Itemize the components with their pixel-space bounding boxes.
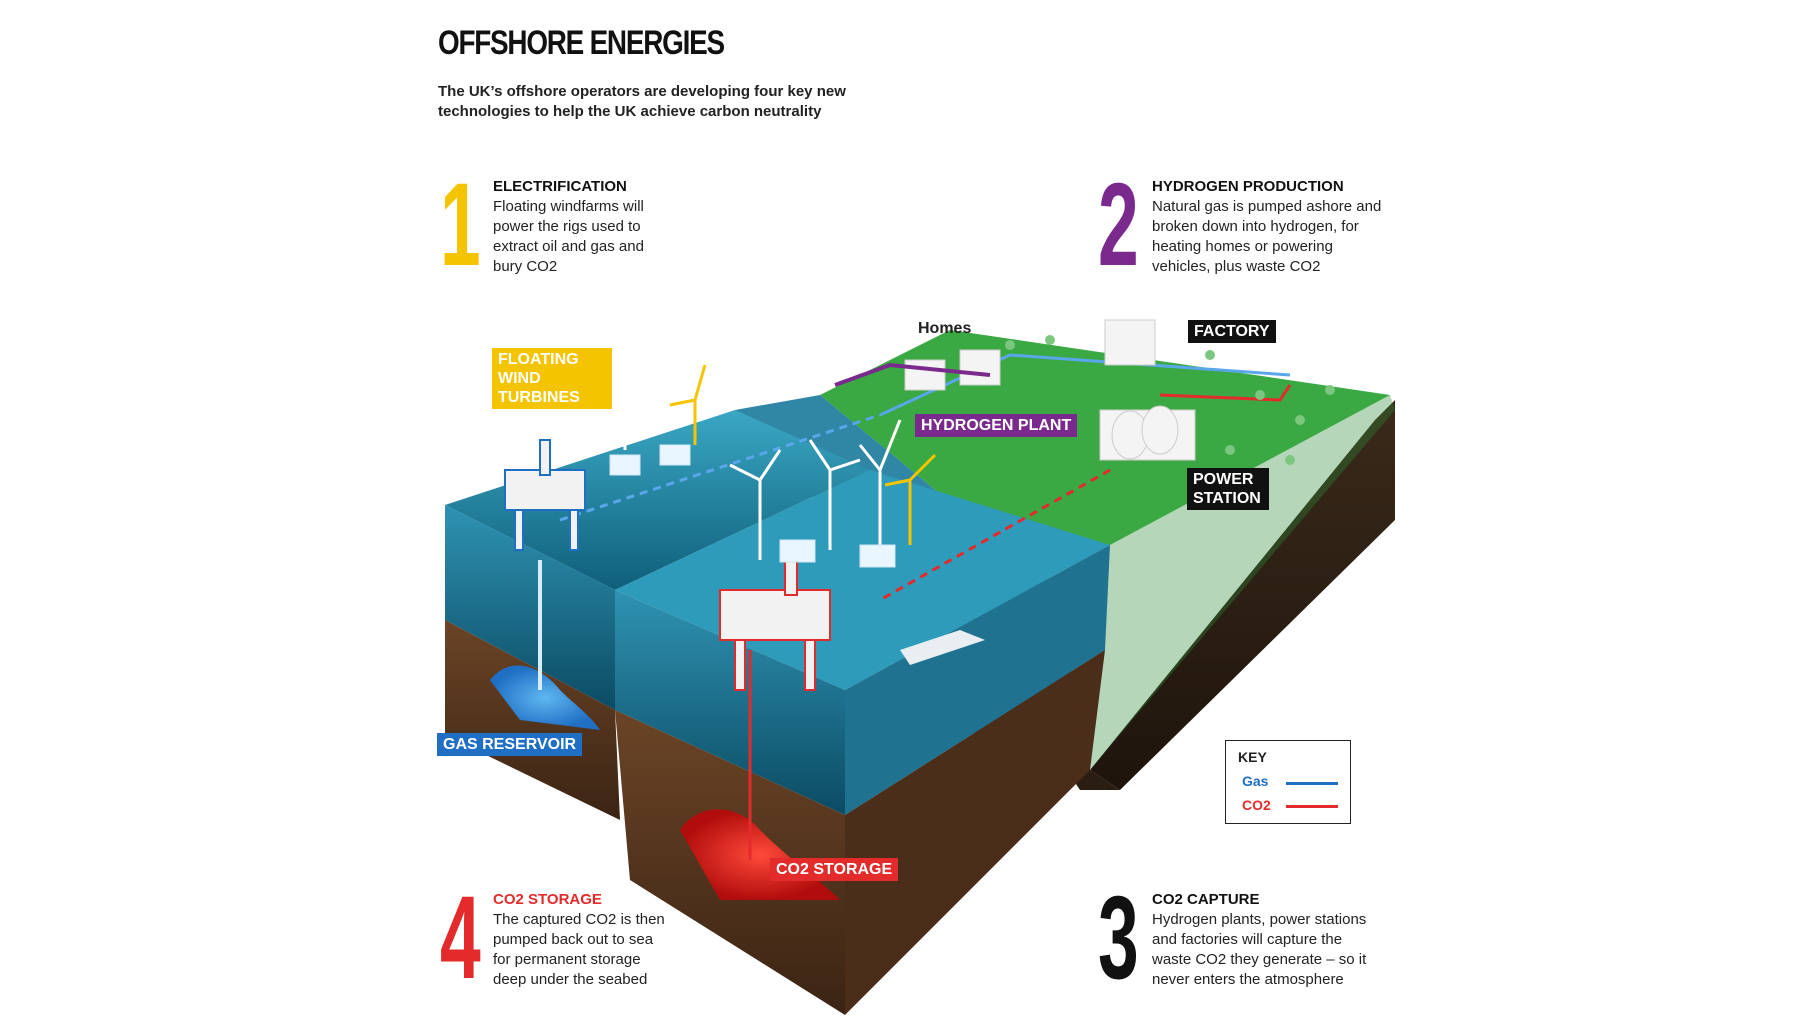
- label-floating-wind-turbines: FLOATING WIND TURBINES: [492, 348, 612, 409]
- legend-title: KEY: [1238, 749, 1267, 765]
- step-3-heading: CO2 CAPTURE: [1152, 891, 1260, 908]
- legend-gas-line: [1286, 782, 1338, 785]
- wind-turbines-highlight: [669, 364, 937, 545]
- step-3: CO2 CAPTURE Hydrogen plants, power stati…: [1152, 890, 1382, 990]
- step-1-body: Floating windfarms will power the rigs u…: [493, 198, 644, 275]
- legend-co2-line: [1286, 805, 1338, 808]
- legend-gas-label: Gas: [1242, 773, 1269, 789]
- page-subtitle: The UK’s offshore operators are developi…: [438, 83, 846, 120]
- step-4-heading: CO2 STORAGE: [493, 891, 602, 908]
- hydrogen-route: [834, 362, 991, 387]
- turbine-floats: [609, 444, 896, 568]
- step-1-heading: ELECTRIFICATION: [493, 178, 627, 195]
- gas-reservoir-shape: [490, 665, 600, 730]
- step-2-number: 2: [1098, 159, 1139, 291]
- step-1: ELECTRIFICATION Floating windfarms will …: [493, 177, 723, 277]
- rig-front: [719, 549, 831, 691]
- step-4: CO2 STORAGE The captured CO2 is then pum…: [493, 890, 673, 990]
- legend-key: KEY Gas CO2: [1225, 740, 1351, 824]
- label-homes: Homes: [918, 320, 972, 337]
- step-4-number: 4: [440, 872, 481, 1004]
- step-1-number: 1: [440, 159, 481, 291]
- step-3-body: Hydrogen plants, power stations and fact…: [1152, 911, 1367, 988]
- ship-shape: [900, 630, 985, 665]
- land-buildings: [904, 319, 1196, 461]
- back-sea-block: [445, 410, 870, 820]
- label-co2-storage: CO2 STORAGE: [770, 858, 899, 881]
- step-2-body: Natural gas is pumped ashore and broken …: [1152, 198, 1382, 275]
- step-2: HYDROGEN PRODUCTION Natural gas is pumpe…: [1152, 177, 1382, 277]
- step-4-body: The captured CO2 is then pumped back out…: [493, 911, 665, 988]
- co2-pipes: [748, 384, 1292, 860]
- label-gas-reservoir: GAS RESERVOIR: [437, 733, 583, 756]
- rig-back: [504, 439, 586, 551]
- step-2-heading: HYDROGEN PRODUCTION: [1152, 178, 1344, 195]
- label-factory: FACTORY: [1188, 320, 1276, 343]
- label-hydrogen-plant: HYDROGEN PLANT: [915, 414, 1078, 437]
- gas-pipes: [538, 353, 1291, 690]
- label-power-station: POWER STATION: [1187, 468, 1269, 510]
- trees: [1005, 335, 1335, 465]
- legend-co2-label: CO2: [1242, 797, 1271, 813]
- step-3-number: 3: [1098, 872, 1139, 1004]
- page-title: OFFSHORE ENERGIES: [438, 24, 725, 62]
